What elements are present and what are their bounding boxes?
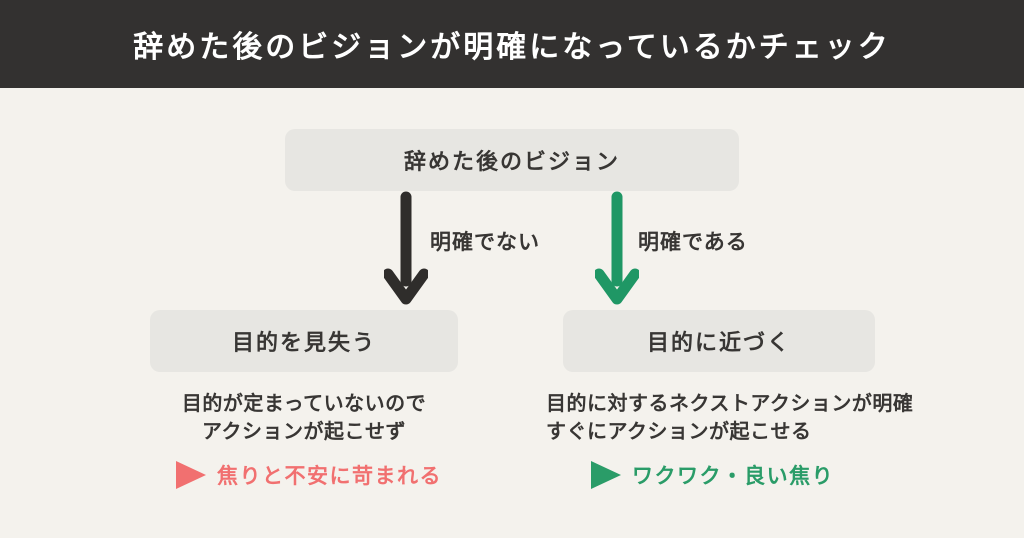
- branch-left-arrow-label: 明確でない: [430, 231, 540, 254]
- branch-left-description-line2: アクションが起こせず: [202, 421, 406, 443]
- branch-right-node-label: 目的に近づく: [646, 330, 791, 355]
- branch-right-result-label: ワクワク・良い焦り: [632, 465, 835, 488]
- triangle-right-red-icon: [176, 461, 206, 489]
- branch-right-arrow-label: 明確である: [638, 231, 748, 254]
- branch-left-result: 焦りと不安に苛まれる: [175, 459, 442, 491]
- branch-left-description-line1: 目的が定まっていないので: [181, 393, 427, 415]
- branch-right-description-line2: すぐにアクションが起こせる: [546, 421, 812, 443]
- arrow-down-green-icon: [595, 191, 639, 305]
- branch-left-description: 目的が定まっていないので アクションが起こせず: [129, 390, 479, 446]
- header-banner: 辞めた後のビジョンが明確になっているかチェック: [0, 0, 1024, 88]
- branch-left-node: 目的を見失う: [150, 310, 458, 372]
- branch-right-description-line1: 目的に対するネクストアクションが明確: [546, 393, 914, 415]
- branch-right-description: 目的に対するネクストアクションが明確 すぐにアクションが起こせる: [546, 390, 956, 446]
- triangle-right-green-icon: [591, 461, 621, 489]
- branch-left-result-label: 焦りと不安に苛まれる: [217, 465, 442, 488]
- page-title: 辞めた後のビジョンが明確になっているかチェック: [133, 31, 891, 64]
- branch-right-node: 目的に近づく: [563, 310, 875, 372]
- root-node-label: 辞めた後のビジョン: [403, 149, 620, 174]
- branch-left-node-label: 目的を見失う: [231, 330, 376, 355]
- branch-right-result: ワクワク・良い焦り: [590, 459, 834, 491]
- root-node: 辞めた後のビジョン: [285, 129, 739, 191]
- arrow-down-black-icon: [384, 191, 428, 305]
